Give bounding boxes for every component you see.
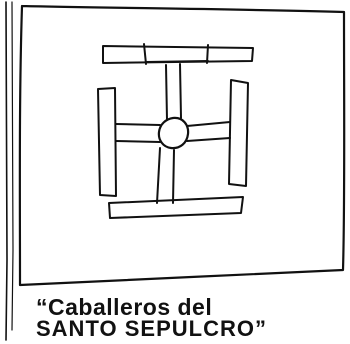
emblem-cross <box>115 63 231 204</box>
emblem-center-circle <box>157 116 190 150</box>
page-edge-lines <box>5 1 14 341</box>
emblem-top-bar <box>102 43 254 65</box>
caption-line-1: “Caballeros del <box>36 294 213 320</box>
emblem-left-bar <box>97 87 117 197</box>
emblem-bottom-bar <box>108 196 244 219</box>
emblem-right-bar <box>228 79 249 187</box>
caption-line-2: SANTO SEPULCRO” <box>36 316 267 341</box>
outer-frame <box>18 4 346 287</box>
